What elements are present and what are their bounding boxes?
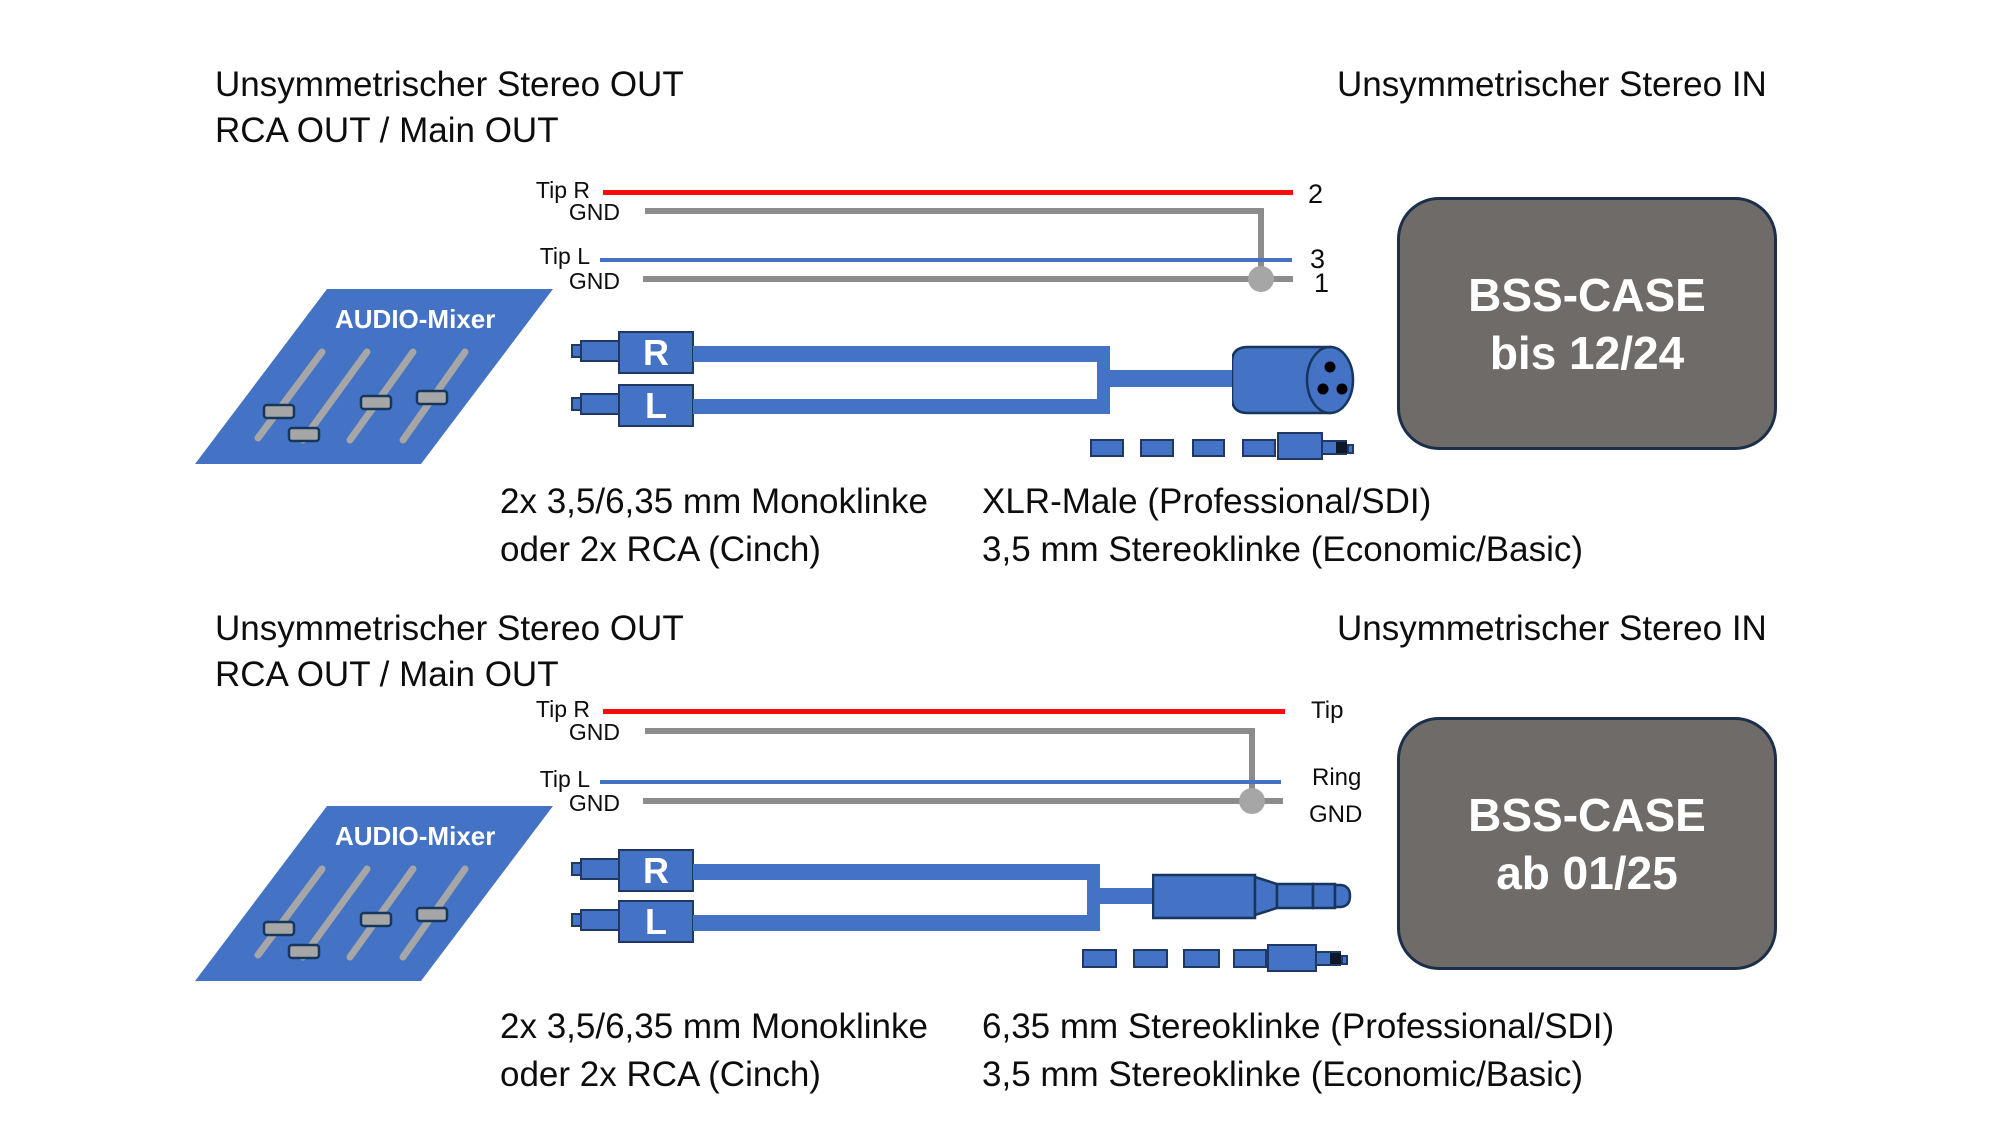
dashed-cable-segment — [1183, 949, 1220, 968]
audio-mixer-label: AUDIO-Mixer — [335, 821, 495, 851]
plug-r-body: R — [618, 331, 694, 374]
dashed-cable-segment — [1242, 439, 1276, 457]
plug-r-barrel — [580, 340, 620, 362]
solder-junction-dot — [1239, 788, 1265, 814]
mini-jack-tip — [1341, 955, 1348, 965]
cable-merge-joint — [1087, 864, 1100, 931]
pin-label-blue: 3 — [1310, 244, 1326, 274]
bss-case-subtitle: bis 12/24 — [1489, 326, 1685, 379]
wire-label-gnd-upper: GND — [568, 199, 620, 225]
wire-label-tip-r: Tip R — [535, 177, 590, 203]
heading-stereo-in-bottom: Unsymmetrischer Stereo IN — [1337, 609, 1767, 648]
plug-r-letter: R — [643, 331, 669, 373]
bss-case-subtitle: ab 01/25 — [1496, 846, 1678, 899]
heading-line: RCA OUT / Main OUT — [215, 655, 559, 694]
caption-line: 6,35 mm Stereoklinke (Professional/SDI) — [982, 1007, 1615, 1046]
audio-mixer-icon: AUDIO-Mixer — [195, 289, 553, 464]
heading-stereo-out-bottom: Unsymmetrischer Stereo OUT RCA OUT / Mai… — [215, 606, 684, 698]
dashed-cable-segment — [1082, 949, 1117, 968]
solder-junction-dot — [1248, 266, 1274, 292]
bss-case-box-bottom: BSS-CASE ab 01/25 — [1397, 717, 1777, 970]
pin-label-gnd: 1 — [1314, 268, 1330, 298]
wire-gray-gnd-upper — [645, 208, 1264, 214]
caption-line: XLR-Male (Professional/SDI) — [982, 482, 1432, 521]
cable-r — [693, 864, 1088, 880]
caption-line: 3,5 mm Stereoklinke (Economic/Basic) — [982, 530, 1584, 569]
cable-r — [693, 346, 1098, 362]
xlr-male-icon — [1232, 345, 1355, 415]
mini-jack-tip — [1347, 444, 1354, 454]
wire-label-tip-l: Tip L — [539, 243, 590, 269]
stereo-jack-635-icon — [1152, 873, 1352, 920]
caption-source-plugs-top: 2x 3,5/6,35 mm Monoklinke oder 2x RCA (C… — [500, 478, 928, 574]
heading-stereo-in-top: Unsymmetrischer Stereo IN — [1337, 65, 1767, 104]
wire-gray-gnd-lower — [643, 276, 1293, 282]
bss-case-title: BSS-CASE — [1468, 268, 1706, 321]
wire-gray-vertical — [1249, 728, 1255, 804]
wire-blue-tip-l — [600, 780, 1281, 784]
caption-dest-plugs-top: XLR-Male (Professional/SDI) 3,5 mm Stere… — [982, 478, 1583, 574]
dashed-cable-segment — [1233, 949, 1267, 968]
caption-line: oder 2x RCA (Cinch) — [500, 530, 821, 569]
plug-l-body: L — [618, 900, 694, 943]
pin-label-red: Tip — [1311, 697, 1344, 724]
wire-label-gnd-upper: GND — [568, 719, 620, 745]
wire-label-gnd-lower: GND — [568, 268, 620, 294]
heading-line: RCA OUT / Main OUT — [215, 111, 559, 150]
fader-knobs — [262, 389, 449, 443]
cable-merged — [1099, 888, 1153, 904]
cable-merged — [1109, 370, 1233, 387]
caption-line: 2x 3,5/6,35 mm Monoklinke — [500, 482, 928, 521]
dashed-cable-segment — [1133, 949, 1168, 968]
dashed-cable-segment — [1192, 439, 1225, 457]
wire-gray-gnd-lower — [643, 798, 1283, 804]
cable-l — [693, 915, 1088, 931]
dashed-cable-segment — [1140, 439, 1174, 457]
wire-gray-vertical — [1258, 208, 1264, 282]
plug-r-letter: R — [643, 849, 669, 891]
heading-line: Unsymmetrischer Stereo OUT — [215, 65, 684, 104]
plug-l-barrel — [580, 393, 620, 415]
pin-label-red: 2 — [1308, 179, 1324, 209]
cable-merge-joint — [1097, 346, 1110, 414]
plug-l-letter: L — [645, 384, 667, 426]
plug-l-letter: L — [645, 900, 667, 942]
wire-red-tip-r — [603, 709, 1285, 714]
caption-line: oder 2x RCA (Cinch) — [500, 1055, 821, 1094]
plug-r-body: R — [618, 849, 694, 892]
audio-mixer-icon: AUDIO-Mixer — [195, 806, 553, 981]
bss-case-box-top: BSS-CASE bis 12/24 — [1397, 197, 1777, 450]
wire-label-gnd-lower: GND — [568, 790, 620, 816]
wire-red-tip-r — [603, 190, 1293, 195]
cable-l — [693, 399, 1098, 414]
mini-jack-ring — [1330, 953, 1341, 964]
mini-jack-barrel — [1277, 432, 1323, 460]
caption-line: 2x 3,5/6,35 mm Monoklinke — [500, 1007, 928, 1046]
pin-label-gnd: GND — [1309, 801, 1363, 828]
audio-mixer-label: AUDIO-Mixer — [335, 304, 495, 334]
mini-jack-ring — [1336, 442, 1347, 453]
caption-dest-plugs-bottom: 6,35 mm Stereoklinke (Professional/SDI) … — [982, 1003, 1614, 1099]
heading-stereo-out-top: Unsymmetrischer Stereo OUT RCA OUT / Mai… — [215, 62, 684, 154]
mixer-surface — [195, 806, 553, 981]
plug-l-barrel — [580, 909, 620, 931]
caption-source-plugs-bottom: 2x 3,5/6,35 mm Monoklinke oder 2x RCA (C… — [500, 1003, 928, 1099]
caption-line: 3,5 mm Stereoklinke (Economic/Basic) — [982, 1055, 1584, 1094]
mixer-surface — [195, 289, 553, 464]
wire-gray-gnd-upper — [645, 728, 1255, 734]
heading-line: Unsymmetrischer Stereo OUT — [215, 609, 684, 648]
mini-jack-barrel — [1267, 944, 1317, 972]
dashed-cable-segment — [1090, 439, 1124, 457]
pin-label-blue: Ring — [1312, 764, 1362, 791]
bss-case-title: BSS-CASE — [1468, 788, 1706, 841]
wire-label-tip-r: Tip R — [535, 696, 590, 722]
plug-r-barrel — [580, 858, 620, 880]
wire-label-tip-l: Tip L — [539, 766, 590, 792]
wire-blue-tip-l — [600, 258, 1292, 262]
fader-knobs — [262, 906, 449, 960]
plug-l-body: L — [618, 384, 694, 427]
